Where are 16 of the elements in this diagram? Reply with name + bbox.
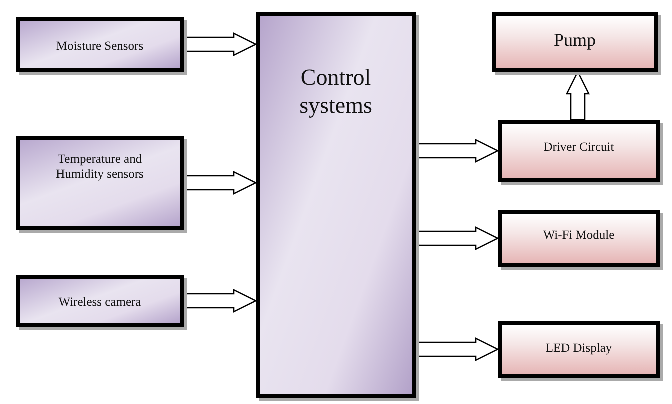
- block-label: Temperature and Humidity sensors: [55, 152, 145, 182]
- block-label: Control systems: [298, 64, 374, 120]
- block-label: Wireless camera: [58, 295, 142, 310]
- block: [492, 12, 658, 72]
- block: [16, 275, 184, 327]
- block: [16, 17, 184, 72]
- block: [498, 210, 660, 267]
- block: [498, 120, 660, 182]
- control-block: [256, 12, 416, 398]
- block-label: Wi-Fi Module: [543, 228, 615, 243]
- block: [498, 321, 660, 378]
- block-label: Moisture Sensors: [56, 39, 144, 54]
- block-label: Driver Circuit: [544, 140, 614, 155]
- block: [16, 136, 184, 230]
- block-label: Pump: [554, 30, 596, 51]
- block-label: LED Display: [546, 341, 612, 356]
